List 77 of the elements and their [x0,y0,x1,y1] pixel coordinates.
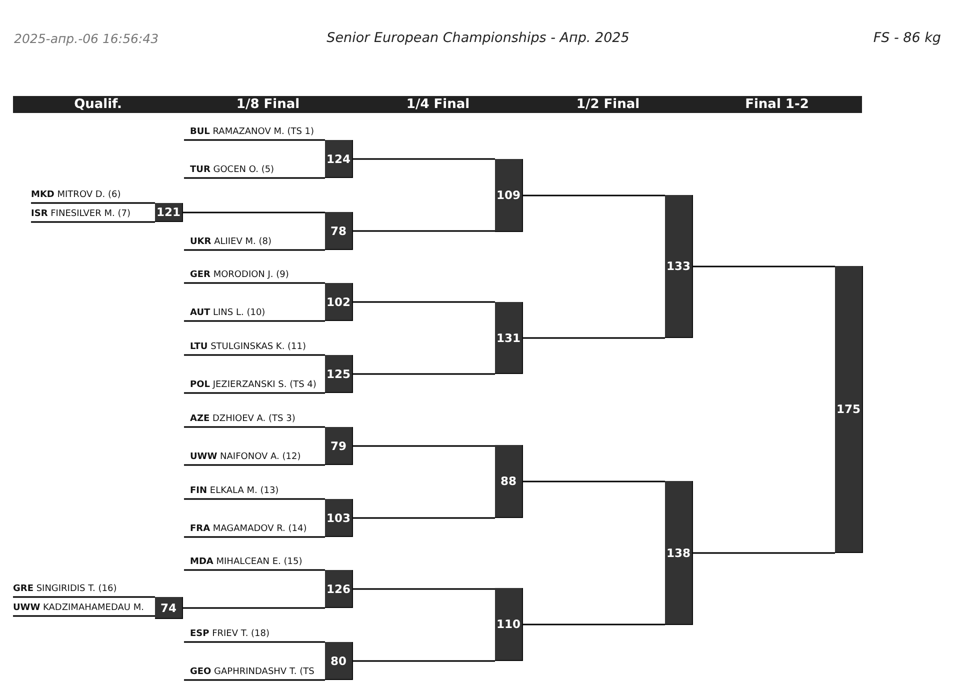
bracket-line [353,660,495,662]
competitor-name: UWW KADZIMAHAMEDAU M. [13,603,144,616]
bracket-line [184,569,325,571]
competitor-name: FIN ELKALA M. (13) [184,486,279,499]
bracket-line [184,679,325,681]
bracket-line [353,445,495,447]
bracket-line [184,177,325,179]
weight-category: FS - 86 kg [873,30,941,47]
page-title: Senior European Championships - Апр. 2025 [326,30,630,47]
bracket-line [184,354,325,356]
bracket-line [184,320,325,322]
timestamp: 2025-апр.-06 16:56:43 [14,30,159,47]
bracket-line [353,373,495,375]
bracket-line [184,498,325,500]
bracket-line [523,337,665,339]
bracket-line [31,221,155,223]
bracket-line [353,588,495,590]
bracket-line [184,464,325,466]
competitor-name: MKD MITROV D. (6) [31,190,121,203]
bracket-line [353,301,495,303]
bracket-line [184,641,325,643]
match-box: 124 [325,140,353,178]
match-box: 103 [325,499,353,537]
match-box: 175 [835,266,863,553]
competitor-name: AZE DZHIOEV A. (TS 3) [184,414,296,427]
match-box: 102 [325,283,353,321]
competitor-name: AUT LINS L. (10) [184,308,266,321]
column-heading: 1/8 Final [236,96,300,113]
match-box: 110 [495,588,523,661]
bracket-line [523,480,665,482]
bracket-line [13,615,155,617]
match-box: 88 [495,445,523,518]
competitor-name: MDA MIHALCEAN E. (15) [184,557,302,570]
competitor-name: GER MORODION J. (9) [184,270,289,283]
column-heading: 1/2 Final [576,96,640,113]
bracket-line [183,212,325,214]
column-heading: Final 1-2 [745,96,809,113]
bracket-line [693,266,835,268]
bracket-line [523,624,665,626]
bracket-line [353,230,495,232]
bracket-line [353,158,495,160]
match-box: 133 [665,195,693,338]
match-box: 78 [325,212,353,250]
bracket-line [184,426,325,428]
competitor-name: UWW NAIFONOV A. (12) [184,452,301,465]
match-box: 131 [495,302,523,374]
match-box: 74 [155,597,183,619]
match-box: 80 [325,642,353,680]
competitor-name: ISR FINESILVER M. (7) [31,209,130,222]
bracket-line [184,392,325,394]
bracket-line [184,139,325,141]
competitor-name: TUR GOCEN O. (5) [184,165,274,178]
competitor-name: UKR ALIIEV M. (8) [184,237,272,250]
match-box: 109 [495,159,523,232]
bracket-line [13,596,155,598]
match-box: 125 [325,355,353,393]
bracket-line [184,282,325,284]
competitor-name: LTU STULGINSKAS K. (11) [184,342,306,355]
match-box: 121 [155,203,183,222]
competitor-name: FRA MAGAMADOV R. (14) [184,524,307,537]
match-box: 126 [325,570,353,608]
bracket-line [353,517,495,519]
bracket-line [184,249,325,251]
competitor-name: POL JEZIERZANSKI S. (TS 4) [184,380,316,393]
bracket-line [184,536,325,538]
competitor-name: GEO GAPHRINDASHV T. (TS [184,667,314,680]
competitor-name: ESP FRIEV T. (18) [184,629,270,642]
bracket-line [693,552,835,554]
column-heading: Qualif. [74,96,122,113]
bracket-line [31,202,155,204]
match-box: 138 [665,481,693,625]
competitor-name: GRE SINGIRIDIS T. (16) [13,584,117,597]
competitor-name: BUL RAMAZANOV M. (TS 1) [184,127,314,140]
bracket-line [183,607,325,609]
match-box: 79 [325,427,353,465]
bracket-line [523,194,665,196]
column-heading: 1/4 Final [406,96,470,113]
